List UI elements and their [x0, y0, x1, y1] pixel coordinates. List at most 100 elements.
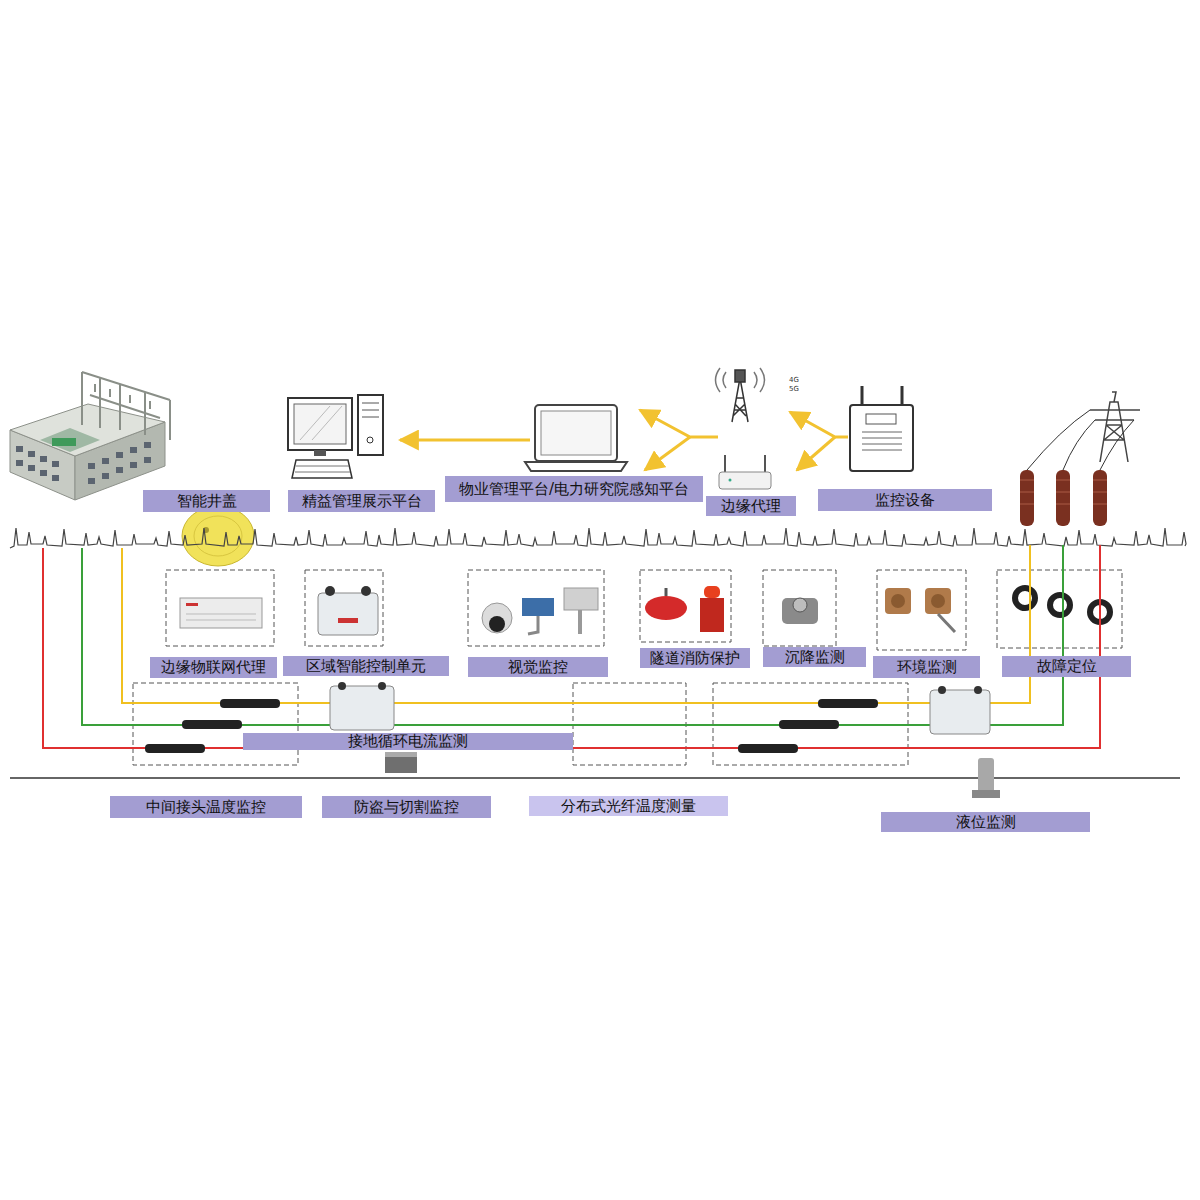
- data-arrow: [790, 412, 848, 437]
- desktop-computer: [292, 460, 352, 478]
- label-box: 液位监测: [881, 812, 1090, 832]
- desktop-computer: [288, 395, 383, 478]
- label-box: 区域智能控制单元: [283, 656, 449, 676]
- sensor-device: [385, 752, 417, 757]
- ground-line: [10, 777, 1180, 779]
- laptop: [525, 462, 627, 471]
- label-box: 隧道消防保护: [640, 648, 750, 668]
- desktop-computer: [358, 395, 383, 455]
- cable-wire: [82, 545, 1063, 725]
- edge-router: [719, 472, 771, 489]
- device-icon: [325, 586, 335, 596]
- label-box: 精益管理展示平台: [285, 393, 400, 512]
- device-icon: [665, 588, 668, 596]
- label-box: 边缘代理: [718, 365, 790, 516]
- dashed-frame: [468, 570, 604, 646]
- device-icon: [782, 598, 818, 624]
- building: [82, 372, 170, 440]
- edge-router: [719, 455, 771, 489]
- building: [28, 465, 35, 471]
- control-unit: [930, 690, 990, 734]
- device-icon: [361, 586, 371, 596]
- label-text: 监控设备: [818, 489, 992, 511]
- device-icon: [1015, 588, 1035, 608]
- label-text: 中间接头温度监控: [110, 796, 302, 818]
- building: [90, 384, 160, 418]
- label-box: 物业管理平台/电力研究院感知平台: [530, 400, 640, 502]
- monitoring-device: [862, 386, 902, 405]
- network-label: 4G: [789, 376, 799, 384]
- dashed-frame: [305, 570, 383, 646]
- laptop: [535, 405, 617, 461]
- cable-wire: [122, 545, 1030, 703]
- label-box: 监控设备: [848, 385, 915, 511]
- label-box: 智能井盖: [143, 490, 270, 512]
- label-text: 分布式光纤温度测量: [529, 796, 728, 816]
- building: [130, 462, 137, 468]
- label-box: 环境监测: [873, 656, 980, 678]
- pylon: [1093, 470, 1107, 526]
- pylon: [1056, 470, 1070, 526]
- desktop-computer: [362, 403, 379, 417]
- device-icon: [522, 598, 554, 616]
- joint-sensor: [145, 744, 205, 753]
- device-icon: [318, 593, 378, 635]
- device-icon: [885, 588, 911, 614]
- device-icon: [338, 618, 358, 623]
- signal-tower: [716, 368, 765, 422]
- signal-tower: [732, 378, 748, 422]
- building: [52, 475, 59, 481]
- building: [82, 372, 170, 440]
- joint-sensor: [818, 699, 878, 708]
- manhole-cover: [182, 506, 254, 566]
- control-unit: [378, 682, 386, 690]
- building: [40, 456, 47, 462]
- building: [16, 442, 151, 484]
- desktop-computer: [294, 404, 346, 444]
- device-icon: [645, 596, 687, 620]
- control-unit: [938, 686, 946, 694]
- label-text: 防盗与切割监控: [322, 796, 491, 818]
- laptop: [541, 411, 611, 455]
- building: [52, 438, 76, 446]
- manhole-cover: [182, 506, 254, 566]
- laptop: [525, 405, 627, 471]
- device-icon: [528, 616, 538, 634]
- label-text: 故障定位: [1002, 656, 1131, 677]
- building: [16, 460, 23, 466]
- building: [16, 446, 23, 452]
- building: [116, 467, 123, 473]
- device-icon: [704, 586, 720, 598]
- control-unit: [330, 682, 990, 734]
- joint-sensor: [182, 720, 242, 729]
- pylon: [1090, 392, 1140, 462]
- label-box: 防盗与切割监控: [322, 796, 491, 818]
- building: [10, 372, 170, 500]
- device-icon: [578, 610, 582, 634]
- building: [88, 463, 95, 469]
- building: [102, 458, 109, 464]
- dashed-frame: [763, 570, 836, 646]
- dashed-frame: [133, 570, 1122, 765]
- label-text: 智能井盖: [143, 490, 270, 512]
- monitoring-device: [850, 386, 913, 471]
- label-box: 沉降监测: [763, 647, 866, 667]
- desktop-computer: [314, 450, 326, 456]
- label-box: 分布式光纤温度测量: [529, 796, 728, 816]
- sensor-device: [972, 790, 1000, 798]
- signal-tower: [735, 370, 745, 382]
- data-arrow: [797, 437, 835, 470]
- building: [88, 478, 95, 484]
- label-text: 环境监测: [873, 656, 980, 678]
- building: [40, 428, 100, 452]
- monitoring-device: [866, 414, 896, 424]
- desktop-computer: [288, 398, 352, 450]
- building: [116, 452, 123, 458]
- sensor-device: [385, 755, 417, 773]
- joint-sensor: [220, 699, 280, 708]
- building: [102, 473, 109, 479]
- label-text: 物业管理平台/电力研究院感知平台: [445, 476, 703, 502]
- desktop-computer: [300, 406, 342, 440]
- device-icon: [700, 598, 724, 632]
